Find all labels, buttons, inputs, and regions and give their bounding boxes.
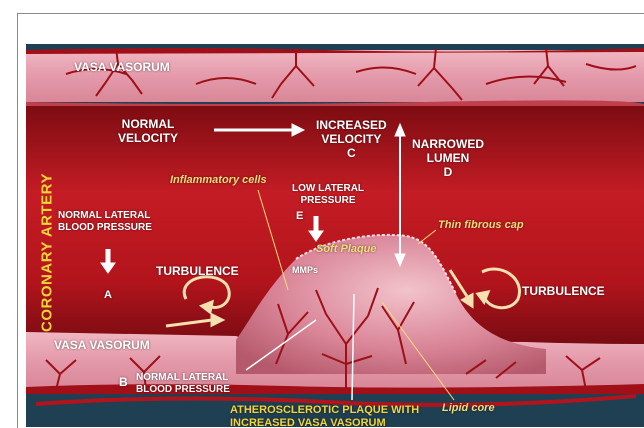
lipid-core-label: Lipid core <box>442 402 495 415</box>
narrowed-lumen-label: NARROWED LUMEN D <box>412 137 484 179</box>
increased-velocity-label: INCREASED VELOCITY C <box>316 118 387 160</box>
normal-lateral-bp-bottom-label: NORMAL LATERAL BLOOD PRESSURE <box>136 372 230 396</box>
artery-drawing <box>26 44 644 427</box>
label-a: A <box>104 289 112 302</box>
normal-velocity-label: NORMAL VELOCITY <box>118 117 178 145</box>
vasa-vasorum-bottom-label: VASA VASORUM <box>54 339 150 352</box>
normal-lateral-bp-label: NORMAL LATERAL BLOOD PRESSURE <box>58 210 152 234</box>
top-vessel-wall <box>26 50 644 102</box>
label-e: E <box>296 210 303 223</box>
inflammatory-cells-label: Inflammatory cells <box>170 174 267 187</box>
low-lateral-pressure-label: LOW LATERAL PRESSURE <box>292 183 364 207</box>
vasa-vasorum-top-label: VASA VASORUM <box>74 61 170 74</box>
turbulence-left-label: TURBULENCE <box>156 264 239 278</box>
label-b: B <box>119 376 128 389</box>
artery-illustration: CORONARY ARTERY VASA VASORUM NORMAL VELO… <box>26 44 644 427</box>
thin-fibrous-cap-label: Thin fibrous cap <box>438 219 524 232</box>
soft-plaque-label: Soft Plaque <box>316 243 377 256</box>
turbulence-right-label: TURBULENCE <box>522 284 605 298</box>
atherosclerotic-plaque-label: ATHEROSCLEROTIC PLAQUE WITH INCREASED VA… <box>230 404 419 427</box>
coronary-artery-label: CORONARY ARTERY <box>39 158 56 348</box>
mmps-label: MMPs <box>292 264 318 277</box>
